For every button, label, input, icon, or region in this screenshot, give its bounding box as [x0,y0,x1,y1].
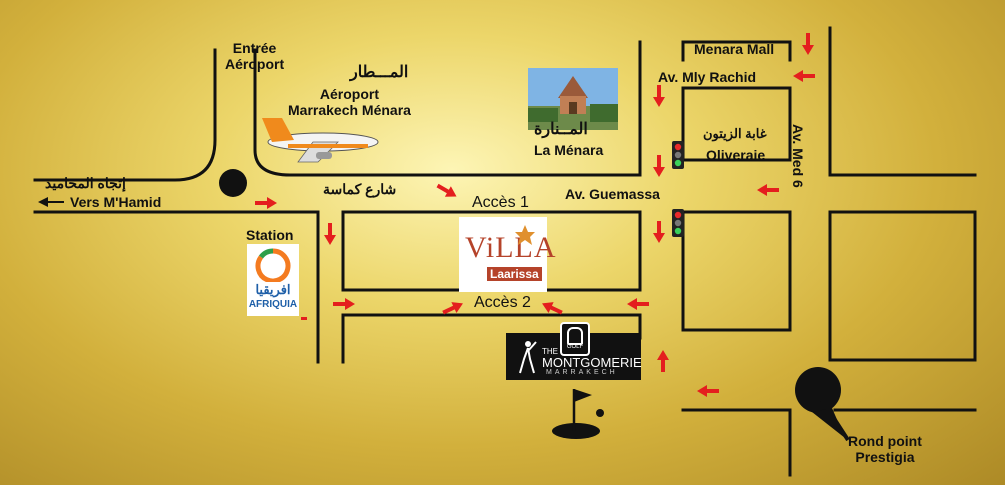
menara-arabic-label: المــنارة [534,121,588,138]
road-edge [828,26,977,177]
montgomerie-the-text: THE [542,347,558,356]
pavilion-photo [528,68,618,130]
montgomerie-name-text: MONTGOMERIE [542,355,642,370]
red-arrow-icon [255,197,277,209]
rond-point-label: Rond point Prestigia [848,433,922,466]
red-arrow-icon [757,184,779,196]
villa-logo-title: ViLLA [465,231,557,264]
vers-mhamid-label: Vers M'Hamid [70,194,162,210]
red-arrow-icon [653,221,665,243]
station-label: Station [246,227,294,243]
vers-mhamid-arrow-icon [38,197,64,207]
road-edge [681,40,792,62]
road-edge [681,86,792,162]
red-arrow-icon [436,183,457,197]
av-med6-label: Av. Med 6 [790,124,806,188]
red-arrow-icon [442,302,463,315]
traffic-light-icon [672,141,684,169]
villa-laarissa-logo: ViLLA Laarissa [459,217,556,292]
airport-entrance-label: Entrée Aéroport [225,40,285,73]
golfer-icon [519,341,537,374]
airport-name-label: Aéroport Marrakech Ménara [288,86,411,119]
road-edge [33,48,217,182]
acces1-label: Accès 1 [472,194,529,211]
villa-leaf-icon [515,225,535,245]
montgomerie-city-text: MARRAKECH [546,369,618,376]
road-edge [253,40,642,177]
red-arrow-icon [542,302,563,315]
afriquia-ring-icon [255,248,291,282]
airport-arabic-label: المـــطار [350,64,409,81]
afriquia-logo: افريقيا AFRIQUIA [247,244,299,316]
villa-logo-subtitle: Laarissa [487,267,542,281]
red-arrow-icon [333,298,355,310]
road-edge [341,313,642,340]
afriquia-arabic-text: افريقيا [255,282,291,297]
golf-badge-text: GOLF [566,344,584,350]
red-arrow-icon [653,85,665,107]
montgomerie-golf-logo: THE MONTGOMERIE MARRAKECH [506,333,642,380]
red-arrow-icon [793,70,815,82]
acces2-label: Accès 2 [474,294,531,311]
kamassa-street-label: شارع كماسة [323,181,397,197]
golf-badge: GOLF [560,322,590,356]
location-pin-icon [795,367,850,442]
road-edge [681,210,792,332]
oliveraie-arabic-label: غابة الزيتون [703,126,767,141]
menara-mall-label: Menara Mall [694,41,775,57]
traffic-light-icon [672,209,684,237]
red-arrow-icon [697,385,719,397]
station-marker [301,317,307,320]
airplane-icon [262,118,379,163]
golf-badge-p-icon [567,327,583,345]
red-arrow-icon [802,33,814,55]
red-arrow-icon [653,155,665,177]
av-mly-rachid-label: Av. Mly Rachid [658,69,757,85]
direction-arabic-label: إتجاه المحاميد [45,175,126,191]
red-arrow-icon [657,350,669,372]
road-edge [828,210,977,362]
menara-label: La Ménara [534,142,604,158]
oliveraie-label: Oliveraie [706,147,766,163]
road-edge [341,210,642,292]
golf-flag-icon [552,389,604,439]
av-guemassa-label: Av. Guemassa [565,186,660,202]
red-arrow-icon [324,223,336,245]
afriquia-name-text: AFRIQUIA [248,299,298,310]
entrance-dot [219,169,247,197]
road-edge [33,210,320,364]
red-arrow-icon [627,298,649,310]
road-edge [681,408,792,477]
